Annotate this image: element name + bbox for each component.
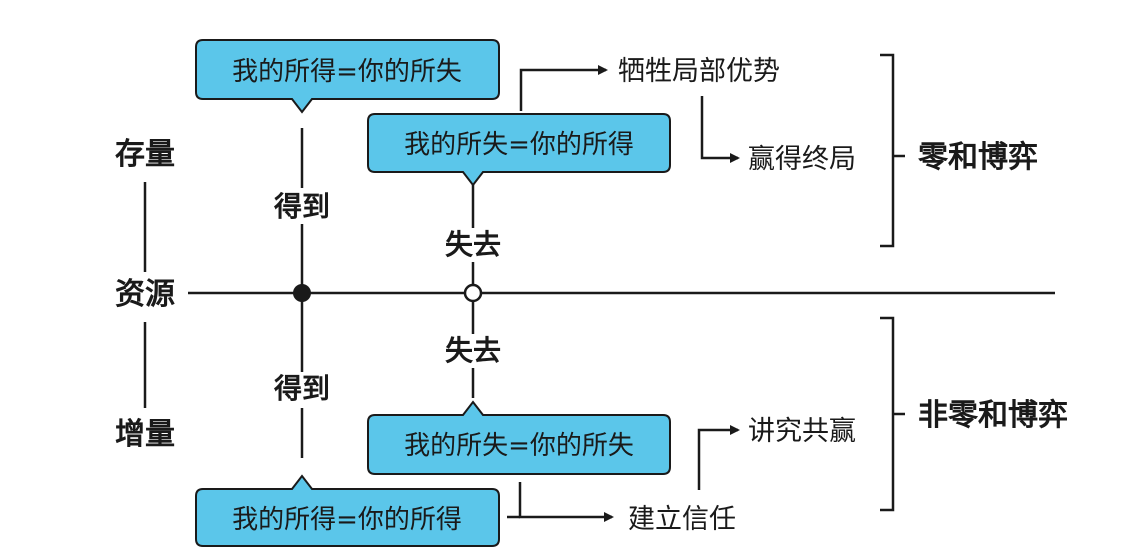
upper-arrow-2 [700, 96, 740, 163]
zero-sum-label: 零和博弈 [918, 140, 1038, 175]
upper-gain-bubble: 我的所得=你的所失 [195, 39, 500, 114]
stock-label: 存量 [115, 137, 175, 172]
upper-gain-bubble-text: 我的所得=你的所失 [232, 57, 462, 87]
lower-outcome-1: 建立信任 [628, 504, 736, 535]
upper-outcome-2: 赢得终局 [748, 144, 856, 175]
lower-lose-bubble-text: 我的所失=你的所失 [404, 431, 634, 461]
upper-bracket [880, 53, 895, 248]
resource-label: 资源 [115, 277, 175, 312]
lower-bracket [880, 316, 895, 512]
upper-lose-bubble-text: 我的所失=你的所得 [404, 130, 634, 160]
lower-arrow-1 [518, 482, 614, 522]
gain-point [293, 284, 311, 302]
lower-lose-bubble: 我的所失=你的所失 [367, 400, 671, 475]
increment-label: 增量 [115, 417, 175, 452]
lose-point [463, 283, 483, 303]
upper-outcome-1: 牺牲局部优势 [618, 56, 780, 87]
lower-gain-bubble: 我的所得=你的所得 [195, 474, 500, 547]
upper-lose-label: 失去 [445, 228, 501, 261]
lower-gain-label: 得到 [273, 372, 330, 405]
lower-lose-label: 失去 [445, 334, 501, 367]
lower-arrow-2 [697, 425, 740, 490]
lower-gain-bubble-text: 我的所得=你的所得 [232, 505, 462, 535]
upper-lose-bubble: 我的所失=你的所得 [367, 113, 671, 187]
lower-outcome-2: 讲究共赢 [748, 416, 856, 447]
upper-gain-label: 得到 [273, 190, 330, 223]
non-zero-sum-label: 非零和博弈 [918, 398, 1068, 433]
upper-arrow-1 [519, 65, 608, 111]
